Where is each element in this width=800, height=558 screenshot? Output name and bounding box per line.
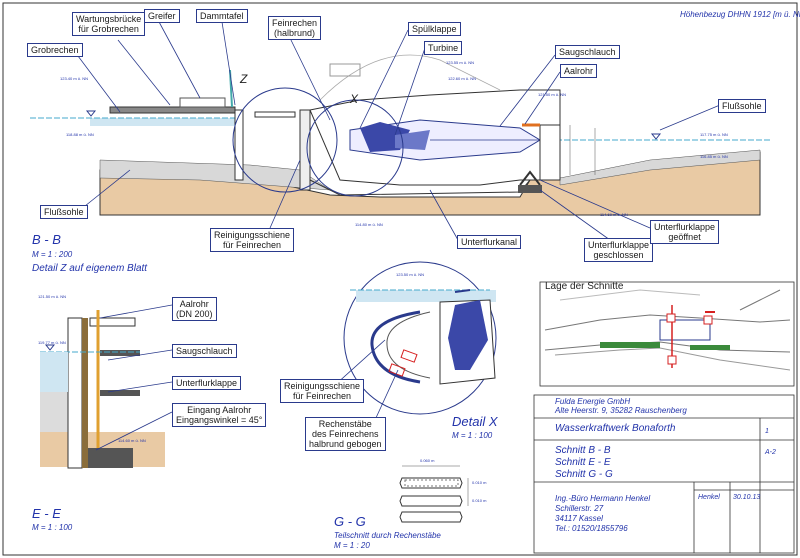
tb-drawing-3: Schnitt G - G bbox=[555, 469, 613, 480]
callout-unterflurklappe-ee: Unterflurklappe bbox=[172, 376, 242, 390]
callout-reinigungsschiene-bb: Reinigungsschiene für Feinrechen bbox=[210, 228, 295, 252]
callout-flusssohle-left: Flußsohle bbox=[40, 205, 88, 219]
callout-rechenstaebe: Rechenstäbe des Feinrechens halbrund geb… bbox=[305, 417, 386, 451]
tb-address: Alte Heerstr. 9, 35282 Rauschenberg bbox=[555, 406, 687, 415]
section-bb-drawing bbox=[30, 54, 770, 216]
section-gg-scale: M = 1 : 20 bbox=[334, 541, 370, 550]
tb-date: 30.10.13 bbox=[733, 494, 761, 501]
callout-spuelklappe: Spülklappe bbox=[408, 22, 461, 36]
title-block-frame bbox=[533, 394, 795, 554]
tb-office-3: 34117 Kassel bbox=[555, 514, 603, 523]
tb-format: A-2 bbox=[765, 449, 776, 456]
callout-dammtafel: Dammtafel bbox=[196, 9, 248, 23]
level-bb-7: 116.85 m ü. NN bbox=[700, 154, 728, 159]
tb-office-4: Tel.: 01520/1855796 bbox=[555, 524, 628, 533]
section-ee-scale: M = 1 : 100 bbox=[32, 523, 73, 532]
section-bb-title: B - B bbox=[32, 232, 61, 247]
section-gg-drawing bbox=[399, 465, 469, 523]
callout-flusssohle-right: Flußsohle bbox=[718, 99, 766, 113]
detail-x-drawing bbox=[343, 261, 497, 415]
height-reference: Höhenbezug DHHN 1912 [m ü. NN] bbox=[680, 10, 800, 19]
gg-dim-1: 0.060 m bbox=[420, 458, 435, 463]
callout-wartungsbruecke: Wartungsbrücke für Grobrechen bbox=[72, 12, 146, 36]
level-bb-2: 123.55 m ü. NN bbox=[446, 60, 475, 65]
callout-uklappe-geschlossen: Unterflurklappe geschlossen bbox=[584, 238, 654, 262]
level-bb-4: 121.50 m ü. NN bbox=[538, 92, 567, 97]
lage-plan bbox=[539, 281, 795, 387]
section-gg-subtitle: Teilschnitt durch Rechenstäbe bbox=[334, 531, 441, 540]
tb-company: Fulda Energie GmbH bbox=[555, 397, 631, 406]
detail-x-leaders bbox=[334, 339, 399, 421]
level-bb-1: 123.40 m ü. NN bbox=[60, 76, 89, 81]
level-x-1: 123.50 m ü. NN bbox=[396, 272, 425, 277]
tb-sheet-no: 1 bbox=[765, 428, 769, 435]
detail-x-title: Detail X bbox=[452, 414, 498, 429]
detail-x-scale: M = 1 : 100 bbox=[452, 431, 493, 440]
callout-uklappe-geoeffnet: Unterflurklappe geöffnet bbox=[650, 220, 720, 244]
marker-z: Z bbox=[240, 72, 248, 86]
level-bb-8: 114.80 m ü. NN bbox=[355, 222, 383, 227]
callout-saugschlauch: Saugschlauch bbox=[555, 45, 620, 59]
marker-x: X bbox=[350, 92, 359, 106]
callout-reinigungsschiene-x: Reinigungsschiene für Feinrechen bbox=[280, 379, 365, 403]
level-ee-3: 114.60 m ü. NN bbox=[118, 438, 146, 443]
callout-greifer: Greifer bbox=[144, 9, 180, 23]
section-ee-leaders bbox=[95, 304, 173, 451]
section-bb-scale: M = 1 : 200 bbox=[32, 250, 73, 259]
tb-drawn-by: Henkel bbox=[698, 494, 720, 501]
section-ee-title: E - E bbox=[32, 506, 61, 521]
level-bb-5: 118.88 m ü. NN bbox=[66, 132, 94, 137]
tb-drawing-2: Schnitt E - E bbox=[555, 457, 611, 468]
level-bb-3: 122.60 m ü. NN bbox=[448, 76, 477, 81]
gg-dim-3: 0.010 m bbox=[472, 498, 487, 503]
tb-drawing-1: Schnitt B - B bbox=[555, 445, 611, 456]
section-bb-note: Detail Z auf eigenem Blatt bbox=[32, 263, 148, 274]
gg-dim-2: 0.010 m bbox=[472, 480, 487, 485]
section-ee-drawing bbox=[40, 310, 165, 469]
callout-unterflurkanal: Unterflurkanal bbox=[457, 235, 522, 249]
callout-turbine: Turbine bbox=[424, 41, 463, 55]
lage-title: Lage der Schnitte bbox=[545, 281, 624, 292]
tb-office-1: Ing.-Büro Hermann Henkel bbox=[555, 494, 651, 503]
callout-grobrechen: Grobrechen bbox=[27, 43, 83, 57]
callout-aalrohr-ee: Aalrohr (DN 200) bbox=[172, 297, 217, 321]
level-ee-1: 121.50 m ü. NN bbox=[38, 294, 67, 299]
tb-office-2: Schillerstr. 27 bbox=[555, 504, 604, 513]
level-bb-9: 114.60 m ü. NN bbox=[600, 212, 628, 217]
callout-saugschlauch-ee: Saugschlauch bbox=[172, 344, 237, 358]
level-bb-6: 117.75 m ü. NN bbox=[700, 132, 728, 137]
tb-project: Wasserkraftwerk Bonaforth bbox=[555, 423, 676, 434]
section-gg-title: G - G bbox=[334, 514, 366, 529]
level-ee-2: 119.77 m ü. NN bbox=[38, 340, 66, 345]
callout-eingang-aalrohr: Eingang Aalrohr Eingangswinkel = 45° bbox=[172, 403, 267, 427]
callout-feinrechen: Feinrechen (halbrund) bbox=[268, 16, 322, 40]
callout-aalrohr: Aalrohr bbox=[560, 64, 598, 78]
